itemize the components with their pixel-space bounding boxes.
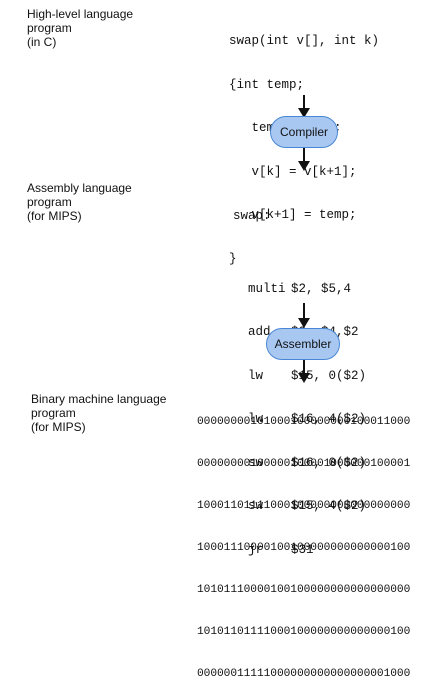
binary-line: 00000011111000000000000000001000: [197, 668, 411, 680]
arrow-down-icon: [298, 95, 310, 118]
asm-operands: $16, 4($2): [291, 412, 367, 426]
assembly-label: Assembly language program (for MIPS): [27, 181, 132, 223]
asm-header: swap:: [233, 209, 271, 223]
high-level-label-line: High-level language: [27, 7, 134, 21]
arrow-down-icon: [298, 148, 310, 171]
asm-operands: $16, 0($2): [291, 455, 367, 470]
asm-operands: $2, $5,4: [291, 281, 352, 296]
asm-opcode: multi: [248, 281, 286, 296]
binary-label-line: Binary machine language: [31, 392, 167, 406]
assembler-label: Assembler: [274, 337, 332, 351]
binary-machine-code: 00000000101000100000000100011000 0000000…: [197, 387, 410, 695]
assembly-label-line: (for MIPS): [27, 209, 82, 223]
asm-instruction: multi $2, $5,4: [248, 282, 366, 297]
binary-line: 10001110000100100000000000000100: [197, 542, 411, 554]
asm-opcode: lw: [248, 368, 264, 383]
assembly-label-line: Assembly language: [27, 181, 132, 195]
asm-instruction: sw $16, 0($2): [248, 456, 366, 471]
arrow-down-icon: [298, 303, 310, 328]
asm-opcode: add: [248, 325, 271, 339]
code-line: }: [229, 251, 237, 266]
binary-line: 00000000100000100001000000100001: [197, 458, 411, 470]
binary-line: 10001101111000100000000000000000: [197, 500, 411, 512]
asm-instruction: lw $16, 4($2): [248, 412, 366, 427]
binary-line: 00000000101000100000000100011000: [197, 416, 411, 428]
code-line: v[k] = v[k+1];: [229, 164, 357, 179]
high-level-label: High-level language program (in C): [27, 7, 133, 49]
arrow-down-icon: [298, 360, 310, 383]
binary-label-line: program: [31, 406, 76, 420]
code-line: v[k+1] = temp;: [229, 208, 357, 222]
high-level-label-line: program: [27, 21, 72, 35]
high-level-label-line: (in C): [27, 35, 57, 49]
assembler-node: Assembler: [266, 328, 340, 360]
binary-line: 10101101111000100000000000000100: [197, 626, 411, 638]
compiler-node: Compiler: [270, 116, 338, 148]
binary-label: Binary machine language program (for MIP…: [31, 392, 166, 434]
code-line: swap(int v[], int k): [229, 34, 380, 48]
compiler-label: Compiler: [279, 125, 328, 139]
code-line: {int temp;: [229, 77, 305, 92]
asm-opcode: lw: [248, 412, 264, 426]
binary-label-line: (for MIPS): [31, 420, 86, 434]
binary-line: 10101110000100100000000000000000: [197, 584, 411, 596]
asm-opcode: sw: [248, 455, 264, 470]
assembly-label-line: program: [27, 195, 72, 209]
